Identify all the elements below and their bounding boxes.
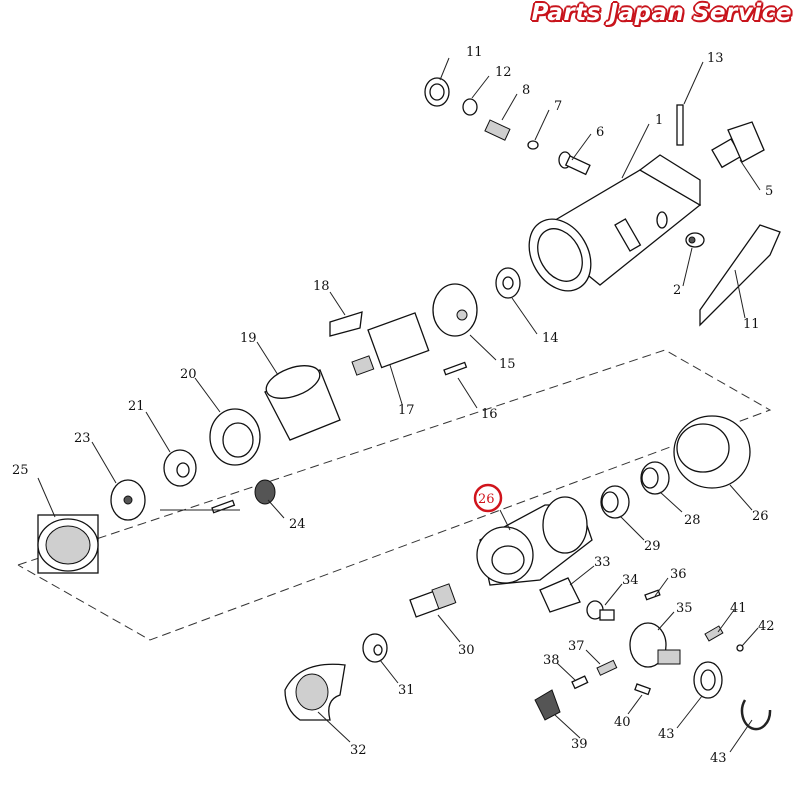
label-24: 25 — [12, 463, 29, 478]
part-40-spring — [704, 625, 724, 642]
label-2: 2 — [673, 283, 681, 298]
part-21-plate — [110, 479, 146, 521]
part-16-rotor — [351, 312, 430, 376]
part-15-pin — [443, 361, 468, 376]
label-9: 11 — [466, 45, 483, 60]
label-12: 13 — [707, 51, 724, 66]
part-36-spring — [596, 659, 618, 676]
label-13: 14 — [542, 331, 559, 346]
label-11: 11 — [743, 317, 760, 332]
part-6-valve — [558, 151, 591, 176]
label-10: 12 — [495, 65, 512, 80]
label-41: 42 — [758, 619, 775, 634]
label-38: 39 — [571, 737, 588, 752]
part-29-crankshaft — [409, 583, 457, 618]
label-39: 40 — [614, 715, 631, 730]
part-10-oring — [462, 98, 478, 116]
label-19: 20 — [180, 367, 197, 382]
part-23-gear — [211, 479, 276, 514]
highlight-circle — [473, 483, 503, 513]
part-19-bearing — [209, 408, 261, 466]
part-17-vane — [329, 311, 363, 337]
part-30-bushing — [362, 633, 388, 663]
label-8: 8 — [522, 83, 530, 98]
part-27-bushing — [640, 461, 670, 495]
label-36: 37 — [568, 639, 585, 654]
label-23: 24 — [289, 517, 306, 532]
label-17: 18 — [313, 279, 330, 294]
part-7-washer — [527, 140, 539, 150]
part-38-knob — [534, 689, 561, 721]
label-43: 43 — [710, 751, 727, 766]
label-16: 17 — [398, 403, 415, 418]
label-6: 6 — [596, 125, 604, 140]
label-18: 19 — [240, 331, 257, 346]
highlighted-part-26: 26 — [473, 483, 503, 513]
label-1: 1 — [655, 113, 663, 128]
part-41-ball — [736, 644, 744, 652]
part-37-pin — [571, 675, 589, 690]
part-14-endplate — [432, 283, 478, 337]
label-15: 16 — [481, 407, 498, 422]
assembly-boundary — [17, 349, 772, 641]
label-28: 29 — [644, 539, 661, 554]
label-20: 21 — [128, 399, 145, 414]
part-25-nut — [673, 415, 751, 489]
part-39-pin — [634, 683, 651, 696]
part-32-gasket — [539, 577, 581, 613]
part-34-ratchet — [629, 622, 681, 668]
label-25: 26 — [752, 509, 769, 524]
label-31: 32 — [350, 743, 367, 758]
label-37: 38 — [543, 653, 560, 668]
brand-watermark: Parts Japan Service — [531, 0, 792, 26]
label-30: 31 — [398, 683, 415, 698]
part-8-spring — [484, 119, 511, 141]
label-34: 35 — [676, 601, 693, 616]
label-26: 26 — [478, 492, 495, 507]
part-18-cylinder — [264, 365, 341, 441]
label-32: 33 — [594, 555, 611, 570]
label-35: 36 — [670, 567, 687, 582]
label-14: 15 — [499, 357, 516, 372]
part-24-needle-bearing — [37, 514, 99, 574]
label-5: 5 — [765, 184, 773, 199]
label-42: 43 — [658, 727, 675, 742]
label-40: 41 — [730, 601, 747, 616]
part-housing — [528, 154, 702, 292]
part-20-spacer — [163, 449, 197, 487]
part-5-inlet — [711, 121, 765, 169]
part-28-bushing — [600, 485, 630, 519]
part-26-head — [476, 496, 593, 586]
label-7: 7 — [554, 99, 562, 114]
label-33: 34 — [622, 573, 639, 588]
label-29: 30 — [458, 643, 475, 658]
part-13-bearing — [495, 267, 521, 299]
part-43-snapring — [740, 699, 772, 731]
part-12-pin — [676, 104, 684, 146]
label-27: 28 — [684, 513, 701, 528]
part-11-lever — [699, 224, 781, 327]
part-42-washer — [693, 661, 723, 699]
leader-lines — [37, 57, 761, 753]
label-21: 23 — [74, 431, 91, 446]
part-31-yoke — [284, 663, 346, 721]
part-35-pin — [644, 589, 661, 601]
part-9-plug — [424, 77, 450, 107]
part-2-screw — [685, 232, 705, 248]
part-33-bolt — [586, 600, 615, 621]
